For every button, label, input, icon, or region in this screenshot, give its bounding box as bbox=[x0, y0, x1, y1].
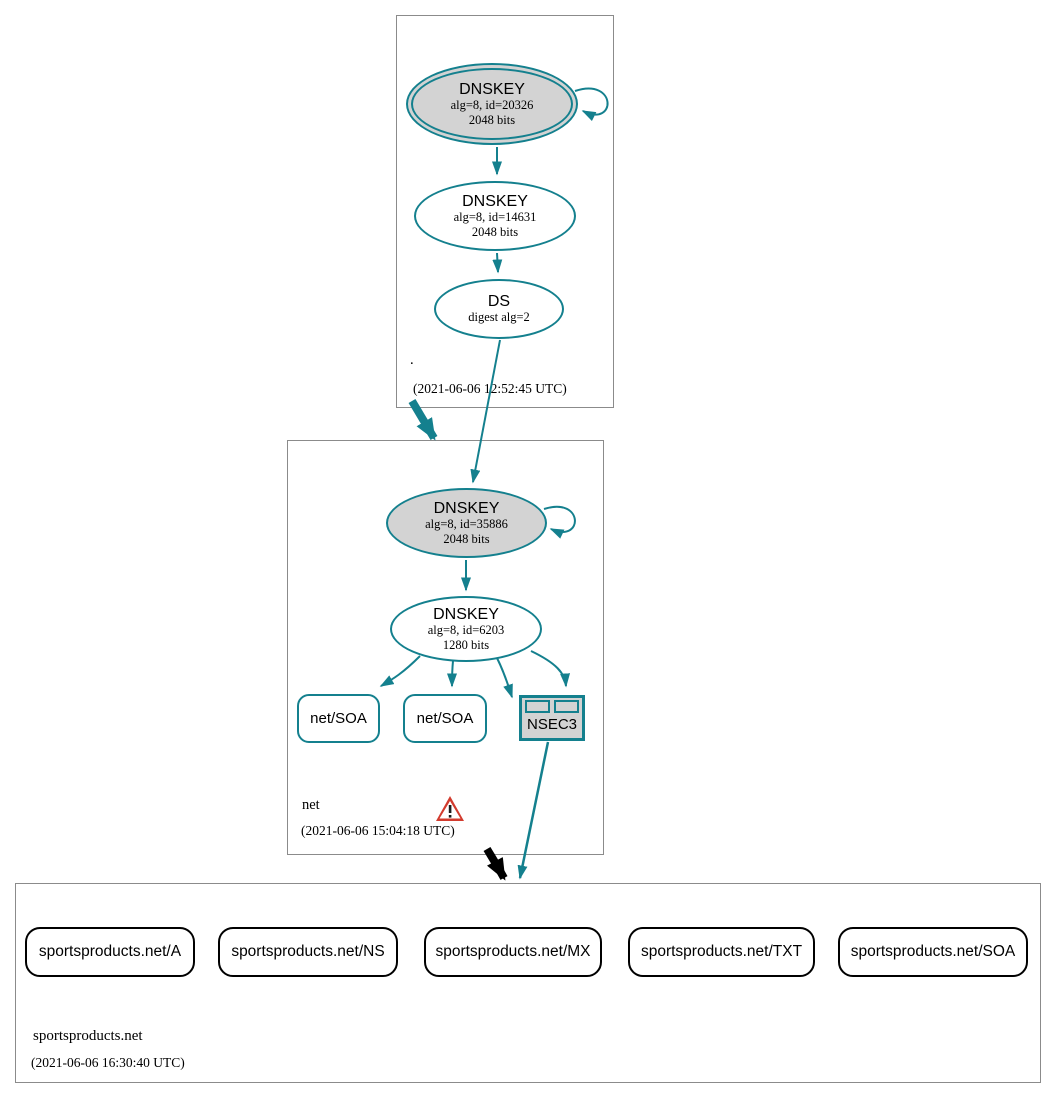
zone-timestamp-net: (2021-06-06 15:04:18 UTC) bbox=[301, 823, 455, 838]
nsec3-cells bbox=[525, 700, 579, 713]
root-zsk-node[interactable]: DNSKEY alg=8, id=14631 2048 bits bbox=[414, 181, 576, 251]
nsec3-node[interactable]: NSEC3 bbox=[519, 695, 585, 741]
net-ksk-node[interactable]: DNSKEY alg=8, id=35886 2048 bits bbox=[386, 488, 547, 558]
rrset-node-a[interactable]: sportsproducts.net/A bbox=[25, 927, 195, 977]
node-title: DNSKEY bbox=[462, 193, 528, 210]
nsec3-cell bbox=[554, 700, 579, 713]
zone-timestamp-root: (2021-06-06 12:52:45 UTC) bbox=[413, 381, 567, 396]
node-alg: digest alg=2 bbox=[468, 310, 530, 325]
root-ds-node[interactable]: DS digest alg=2 bbox=[434, 279, 564, 339]
node-title: DS bbox=[487, 293, 511, 311]
nsec3-label: NSEC3 bbox=[526, 716, 578, 733]
node-alg: alg=8, id=6203 bbox=[427, 623, 505, 637]
zone-box-sportsproducts bbox=[15, 883, 1041, 1083]
zone-label-root: . bbox=[410, 352, 414, 368]
net-zsk-node[interactable]: DNSKEY alg=8, id=6203 1280 bits bbox=[390, 596, 542, 662]
net-soa-node-2[interactable]: net/SOA bbox=[403, 694, 487, 743]
node-title: DNSKEY bbox=[433, 606, 499, 623]
node-alg: alg=8, id=14631 bbox=[453, 210, 537, 224]
node-alg: alg=8, id=35886 bbox=[425, 517, 508, 531]
rrset-node-txt[interactable]: sportsproducts.net/TXT bbox=[628, 927, 815, 977]
warning-icon[interactable] bbox=[435, 795, 465, 823]
net-soa-node-1[interactable]: net/SOA bbox=[297, 694, 380, 743]
node-bits: 2048 bits bbox=[443, 531, 490, 546]
zone-timestamp-sportsproducts: (2021-06-06 16:30:40 UTC) bbox=[31, 1055, 185, 1070]
root-ksk-node[interactable]: DNSKEY alg=8, id=20326 2048 bits bbox=[406, 63, 578, 145]
zone-label-net: net bbox=[302, 797, 320, 813]
rrset-node-soa[interactable]: sportsproducts.net/SOA bbox=[838, 927, 1028, 977]
node-alg: alg=8, id=20326 bbox=[450, 98, 534, 112]
zone-label-sportsproducts: sportsproducts.net bbox=[33, 1028, 143, 1044]
rrset-node-mx[interactable]: sportsproducts.net/MX bbox=[424, 927, 602, 977]
nsec3-cell bbox=[525, 700, 550, 713]
node-bits: 2048 bits bbox=[471, 224, 519, 239]
node-bits: 2048 bits bbox=[468, 112, 516, 127]
node-title: DNSKEY bbox=[433, 500, 500, 517]
rrset-node-ns[interactable]: sportsproducts.net/NS bbox=[218, 927, 398, 977]
node-bits: 1280 bits bbox=[442, 637, 490, 652]
node-title: DNSKEY bbox=[459, 81, 525, 98]
